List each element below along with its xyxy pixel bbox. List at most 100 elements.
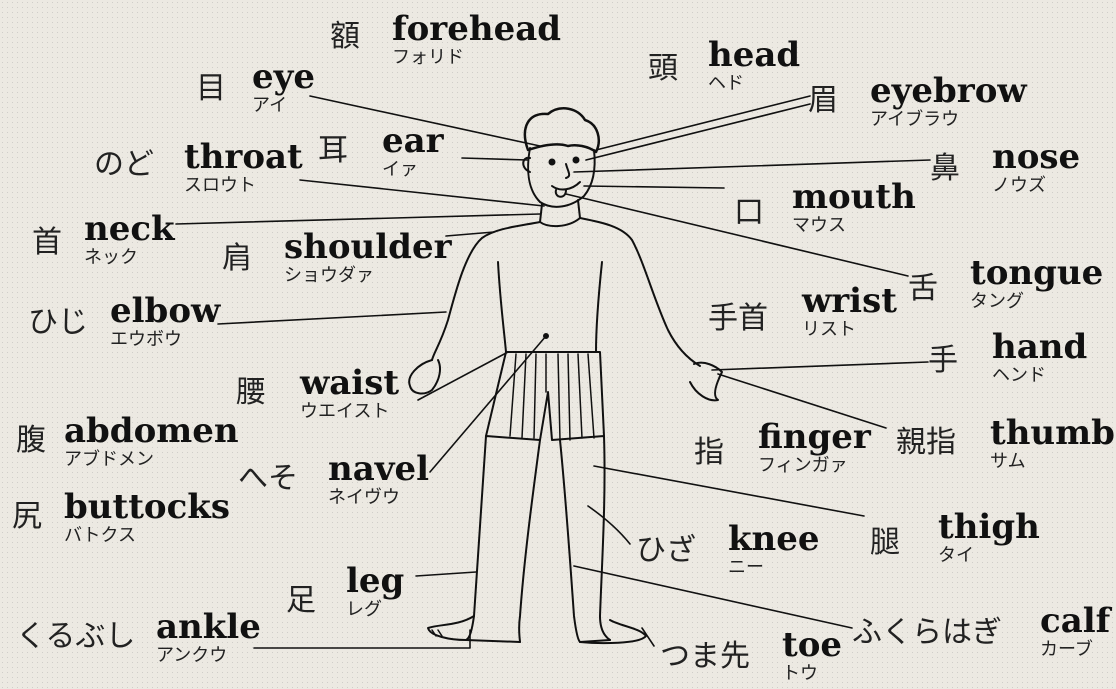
jp-mouth: 口 [734,196,764,229]
label-shoulder: 肩 [222,242,252,275]
label-hand-en: hand ヘンド [992,330,1087,387]
jp-tongue: 舌 [908,272,938,305]
kana-knee: ニー [728,558,820,579]
kana-waist: ウエイスト [300,402,399,423]
label-toe-en: toe トウ [782,628,842,685]
kana-eye: アイ [252,96,315,117]
en-knee: knee [728,522,820,556]
kana-ankle: アンクウ [156,646,261,667]
label-finger: 指 [694,436,724,469]
en-eyebrow: eyebrow [870,74,1027,108]
jp-nose: 鼻 [930,152,960,185]
label-head-en: head ヘド [708,38,800,95]
en-ankle: ankle [156,610,261,644]
en-navel: navel [328,452,429,486]
jp-neck: 首 [32,226,62,259]
kana-shoulder: ショウダァ [284,266,452,287]
leader-navel [430,336,546,472]
label-ankle-en: ankle アンクウ [156,610,261,667]
label-buttocks-en: buttocks バトクス [64,490,230,547]
label-ear-en: ear イァ [382,124,444,181]
kana-nose: ノウズ [992,176,1080,197]
label-navel: へそ [238,462,298,495]
label-toe: つま先 [660,640,750,673]
label-abdomen: 腹 [16,424,46,457]
label-throat-en: throat スロウト [184,140,303,197]
jp-ankle: くるぶし [16,620,135,653]
kana-toe: トウ [782,664,842,685]
en-neck: neck [84,212,175,246]
label-nose-en: nose ノウズ [992,140,1080,197]
kana-buttocks: バトクス [64,526,230,547]
shorts-stripes [510,354,594,440]
label-finger-en: finger フィンガァ [758,420,871,477]
leader-throat [300,180,544,206]
jp-calf: ふくらはぎ [852,616,1002,649]
kana-ear: イァ [382,160,444,181]
label-waist: 腰 [236,376,266,409]
leader-neck [176,214,540,224]
kana-hand: ヘンド [992,366,1087,387]
kana-elbow: エウボウ [110,330,220,351]
label-elbow-en: elbow エウボウ [110,294,220,351]
label-abdomen-en: abdomen アブドメン [64,414,239,471]
kana-navel: ネイヴウ [328,488,429,509]
label-knee-en: knee ニー [728,522,820,579]
jp-head: 頭 [648,52,678,85]
tongue-shape [556,190,566,197]
label-eyebrow-en: eyebrow アイブラウ [870,74,1027,131]
en-leg: leg [346,564,404,598]
label-neck: 首 [32,226,62,259]
label-wrist-en: wrist リスト [802,284,897,341]
en-buttocks: buttocks [64,490,230,524]
en-thumb: thumb [990,416,1115,450]
en-thigh: thigh [938,510,1040,544]
jp-eye: 目 [196,72,226,105]
jp-throat: のど [94,148,154,181]
kana-tongue: タング [970,292,1103,313]
jp-leg: 足 [286,584,316,617]
kana-wrist: リスト [802,320,897,341]
right-hand [690,363,722,401]
label-eye-en: eye アイ [252,60,315,117]
leader-ear [462,158,528,160]
jp-ear: 耳 [318,134,348,167]
label-neck-en: neck ネック [84,212,175,269]
kana-eyebrow: アイブラウ [870,110,1027,131]
jp-elbow: ひじ [28,306,88,339]
kana-head: ヘド [708,74,800,95]
label-eye: 目 [196,72,226,105]
jp-shoulder: 肩 [222,242,252,275]
jp-thumb: 親指 [896,426,956,459]
en-calf: calf [1040,604,1110,638]
leader-knee [588,506,630,544]
jp-abdomen: 腹 [16,424,46,457]
label-thumb: 親指 [896,426,956,459]
jp-wrist: 手首 [708,302,768,335]
label-calf: ふくらはぎ [852,616,1002,649]
leader-ankle [254,630,470,648]
collar [540,218,580,226]
en-elbow: elbow [110,294,220,328]
mouth-shape [552,182,580,189]
en-ear: ear [382,124,444,158]
en-hand: hand [992,330,1087,364]
label-wrist: 手首 [708,302,768,335]
en-forehead: forehead [392,12,561,46]
kana-forehead: フォリド [392,48,561,69]
kana-throat: スロウト [184,176,303,197]
kana-abdomen: アブドメン [64,450,239,471]
label-knee: ひざ [636,534,696,567]
label-shoulder-en: shoulder ショウダァ [284,230,452,287]
label-throat: のど [94,148,154,181]
label-tongue-en: tongue タング [970,256,1103,313]
en-tongue: tongue [970,256,1103,290]
kana-finger: フィンガァ [758,456,871,477]
label-thigh: 腿 [870,526,900,559]
jp-waist: 腰 [236,376,266,409]
torso-outline [432,218,700,366]
label-forehead-en: forehead フォリド [392,12,561,69]
leader-hand [712,362,928,370]
jp-toe: つま先 [660,640,750,673]
